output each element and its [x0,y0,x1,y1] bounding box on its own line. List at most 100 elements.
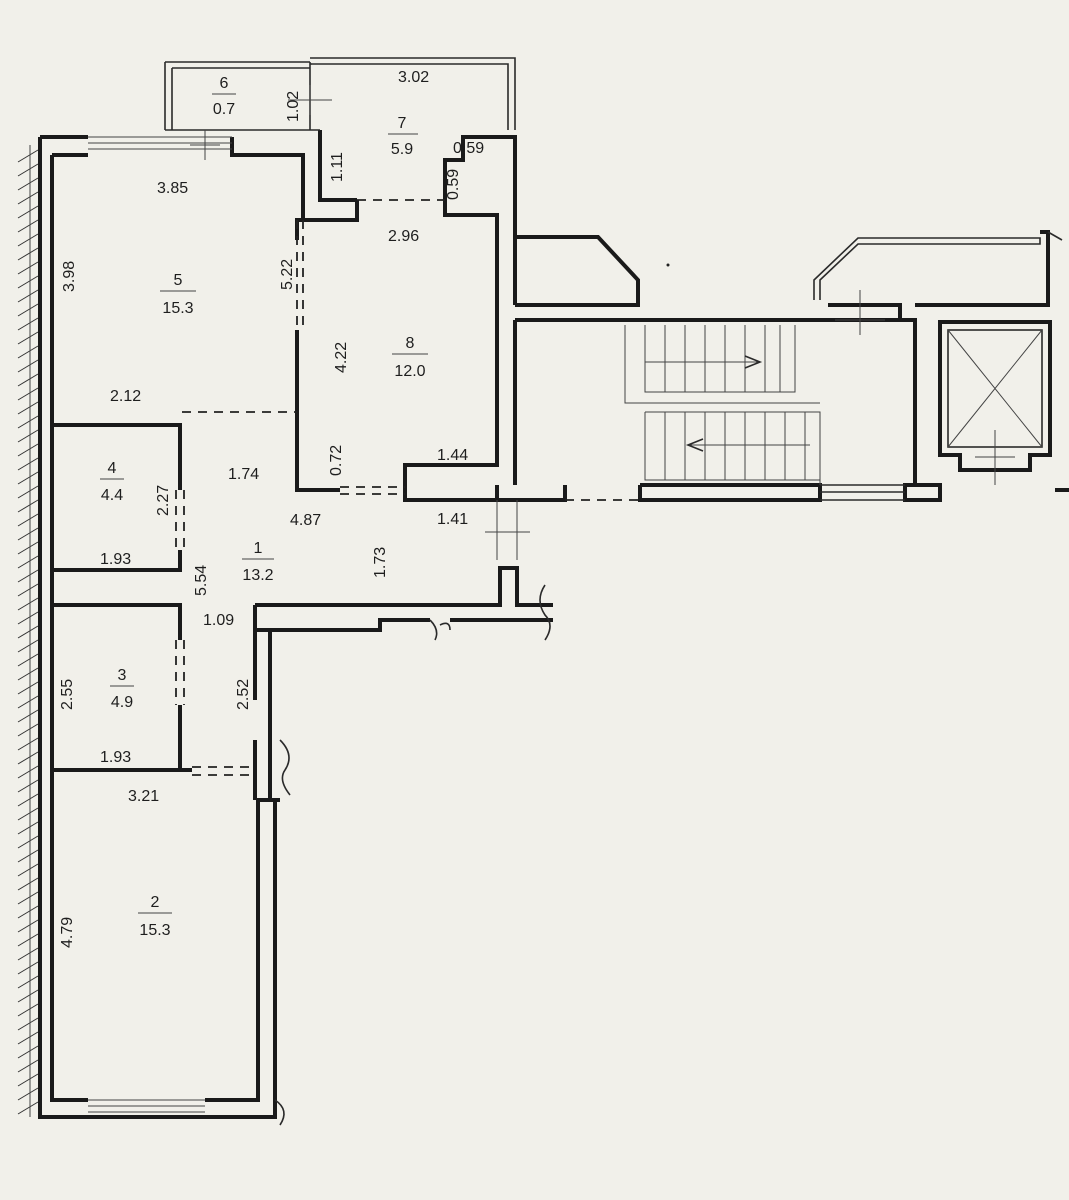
hatch-line [17,653,39,667]
apartment-walls [38,130,567,1119]
room-label-2: 2 15.3 [138,894,172,939]
dimension-label: 2.12 [110,388,141,405]
dimension-label: 1.02 [285,91,302,122]
hatch-line [17,219,39,233]
hatch-line [17,1059,39,1073]
dimension-label: 1.41 [437,511,468,528]
hatch-line [17,443,39,457]
hatch-line [17,569,39,583]
svg-text:15.3: 15.3 [139,922,170,939]
dimension-label: 1.74 [228,466,259,483]
hatch-line [17,345,39,359]
exterior-hatching [17,145,39,1117]
hatch-line [17,639,39,653]
room-label-4: 4 4.4 [100,460,124,504]
dimension-label: 4.22 [333,342,350,373]
svg-text:4.4: 4.4 [101,487,123,504]
hatch-line [17,401,39,415]
dimension-label: 3.21 [128,788,159,805]
hatch-line [17,1031,39,1045]
svg-text:2: 2 [151,894,160,911]
dimension-label: 2.52 [235,679,252,710]
hatch-line [17,233,39,247]
dimension-label: 0.59 [445,169,462,200]
hatch-line [17,933,39,947]
door-swings [274,263,670,1126]
room-label-6: 6 0.7 [212,75,236,118]
dimension-label: 5.54 [193,565,210,596]
hatch-line [17,583,39,597]
hatch-line [17,191,39,205]
hatch-line [17,751,39,765]
room-label-5: 5 15.3 [160,272,196,317]
hatch-line [17,177,39,191]
dimension-label: 0.59 [453,140,484,157]
hatch-line [17,415,39,429]
dimension-label: 2.55 [59,679,76,710]
hatch-line [17,975,39,989]
hatch-line [17,1087,39,1101]
hatch-line [17,429,39,443]
hatch-line [17,793,39,807]
svg-text:5.9: 5.9 [391,141,413,158]
balcony-walls [88,57,516,1113]
hatch-line [17,863,39,877]
hatch-line [17,1073,39,1087]
hatch-line [17,849,39,863]
door-thresholds [175,199,640,776]
hatch-line [17,737,39,751]
hatch-line [17,471,39,485]
dimension-label: 3.85 [157,180,188,197]
hatch-line [17,597,39,611]
dimension-label: 1.44 [437,447,468,464]
cross-box-icon [938,320,1069,492]
dimension-label: 4.79 [59,917,76,948]
svg-text:13.2: 13.2 [242,567,273,584]
hatch-line [17,149,39,163]
dimension-label: 3.98 [61,261,78,292]
hatch-line [17,989,39,1003]
hatch-line [17,961,39,975]
hatch-line [17,877,39,891]
hatch-line [17,919,39,933]
svg-text:7: 7 [398,115,407,132]
hatch-line [17,387,39,401]
dimension-label: 5.22 [279,259,296,290]
hatch-line [17,1017,39,1031]
room-label-7: 7 5.9 [388,115,418,158]
hatch-line [17,905,39,919]
hatch-line [17,1101,39,1115]
svg-text:3: 3 [118,667,127,684]
hatch-line [17,331,39,345]
dimension-label: 2.27 [155,485,172,516]
dimension-label: 2.96 [388,228,419,245]
hatch-line [17,513,39,527]
svg-text:1: 1 [254,540,263,557]
dimension-label: 1.93 [100,551,131,568]
hatch-line [17,807,39,821]
stairwell [485,230,1063,560]
svg-text:15.3: 15.3 [162,300,193,317]
hatch-line [17,821,39,835]
hatch-line [17,359,39,373]
hatch-line [17,303,39,317]
hatch-line [17,457,39,471]
hatch-line [17,205,39,219]
hatch-line [17,1003,39,1017]
room-labels: 6 0.7 7 5.9 5 15.3 8 12.0 4 4.4 1 13.2 [100,75,428,939]
svg-text:12.0: 12.0 [394,363,425,380]
hatch-line [17,709,39,723]
hatch-line [17,625,39,639]
hatch-line [17,765,39,779]
svg-text:0.7: 0.7 [213,101,235,118]
room-label-3: 3 4.9 [110,667,134,711]
hatch-line [17,261,39,275]
hatch-line [17,667,39,681]
hatch-line [17,891,39,905]
hatch-line [17,541,39,555]
hatch-line [17,555,39,569]
arrow-right-icon [744,355,763,369]
hatch-line [17,779,39,793]
svg-text:4.9: 4.9 [111,694,133,711]
